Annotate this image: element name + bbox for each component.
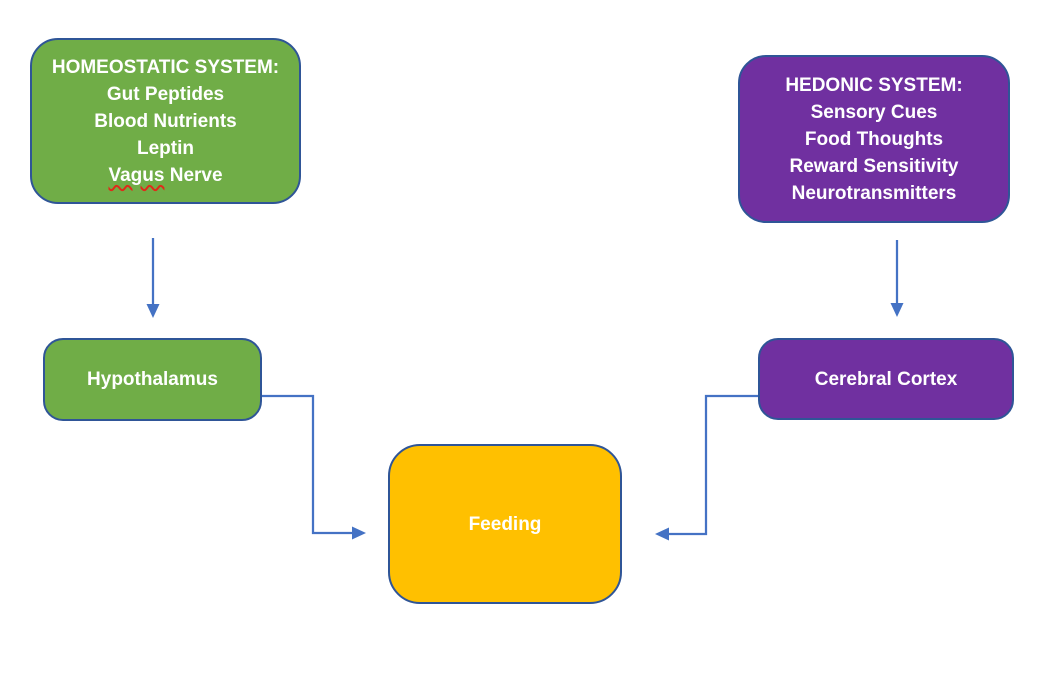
homeostatic-item: Blood Nutrients [94,110,237,132]
hedonic-item: Neurotransmitters [791,182,957,204]
homeostatic-item: Vagus Nerve [108,162,222,189]
hypothalamus-label: Hypothalamus [87,369,218,390]
hedonic-item: Reward Sensitivity [789,155,959,177]
hedonic-item: Sensory Cues [810,101,938,123]
arrow-cerebral-cortex-to-feeding [655,394,758,541]
arrow-hedonic-to-cerebral-cortex [890,240,904,317]
node-hypothalamus: Hypothalamus [43,338,262,421]
homeostatic-item: Leptin [137,137,194,159]
node-homeostatic-system: HOMEOSTATIC SYSTEM: Gut Peptides Blood N… [30,38,301,204]
arrow-homeostatic-to-hypothalamus [146,238,160,318]
hedonic-item: Food Thoughts [804,128,944,150]
hedonic-title: HEDONIC SYSTEM: [785,74,963,96]
arrow-hypothalamus-to-feeding [262,394,366,540]
node-cerebral-cortex: Cerebral Cortex [758,338,1014,420]
cerebral-cortex-label: Cerebral Cortex [814,368,958,390]
homeostatic-item: Gut Peptides [106,83,225,105]
misspelled-word-rest: Nerve [164,164,223,186]
homeostatic-title: HOMEOSTATIC SYSTEM: [51,56,280,78]
node-feeding: Feeding [388,444,622,604]
node-hedonic-system: HEDONIC SYSTEM: Sensory Cues Food Though… [738,55,1010,223]
misspelled-word: Vagus [108,164,165,186]
feeding-label: Feeding [468,513,542,535]
